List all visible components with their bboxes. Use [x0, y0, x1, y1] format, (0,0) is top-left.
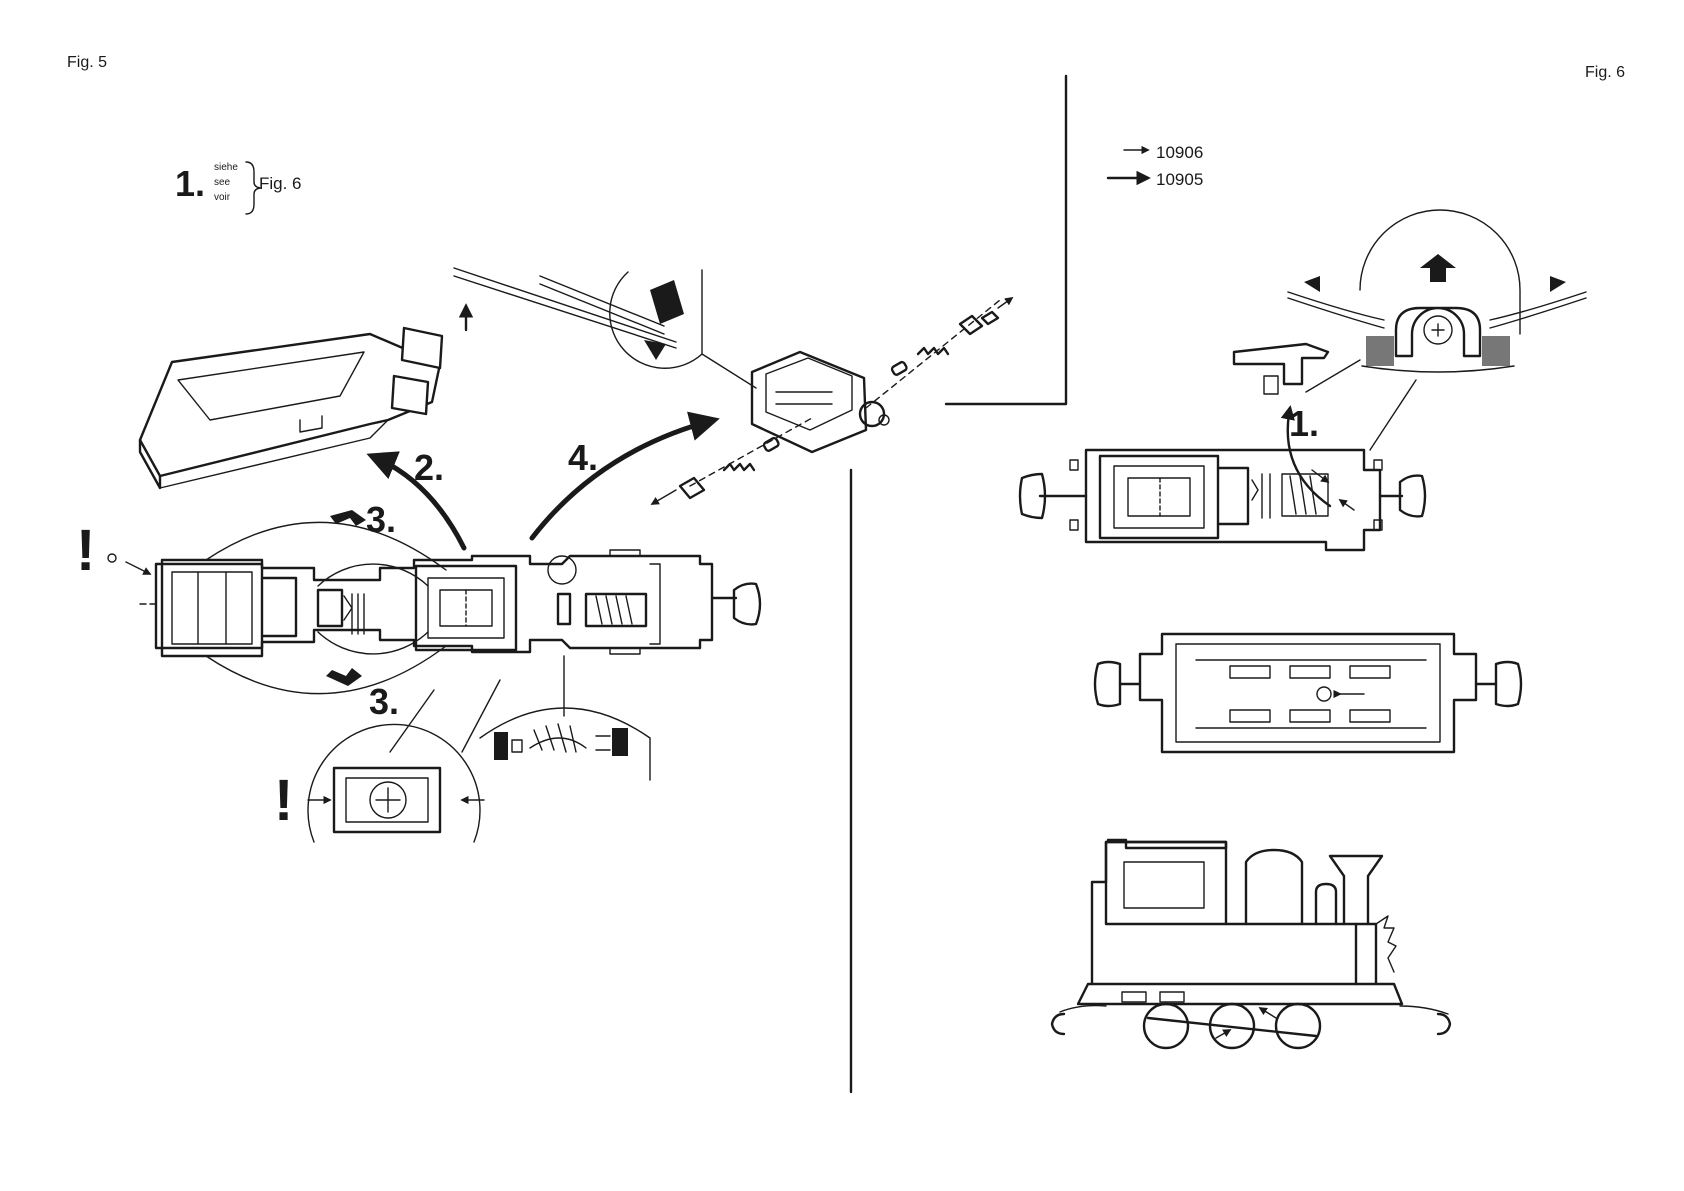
coupler-clip-detail [308, 680, 500, 842]
locomotive-underside-view [1095, 634, 1521, 752]
note-brace [246, 162, 260, 214]
locomotive-body-shell [140, 328, 442, 488]
motor-parts-exploded [652, 298, 1012, 504]
tweezers-tool [454, 268, 676, 348]
worm-gear-detail [480, 656, 650, 780]
step-2-arrow [372, 456, 464, 548]
rear-clip-arrow [126, 562, 150, 574]
tweezers-detail-circle [610, 270, 756, 388]
divider-upper-right [946, 76, 1066, 404]
motor-clip-detail-circle [1288, 210, 1586, 372]
clip-part [1234, 344, 1328, 394]
step-3-bottom-arrow [326, 668, 362, 686]
locomotive-chassis-top-view [140, 522, 760, 693]
locomotive-top-view [1020, 450, 1425, 550]
motor-unit [752, 352, 889, 452]
step-4-arrow [532, 420, 714, 538]
rear-clip-dot [108, 554, 116, 562]
locomotive-side-view [1052, 840, 1450, 1048]
fig6-step-1-arrow [1288, 408, 1330, 506]
